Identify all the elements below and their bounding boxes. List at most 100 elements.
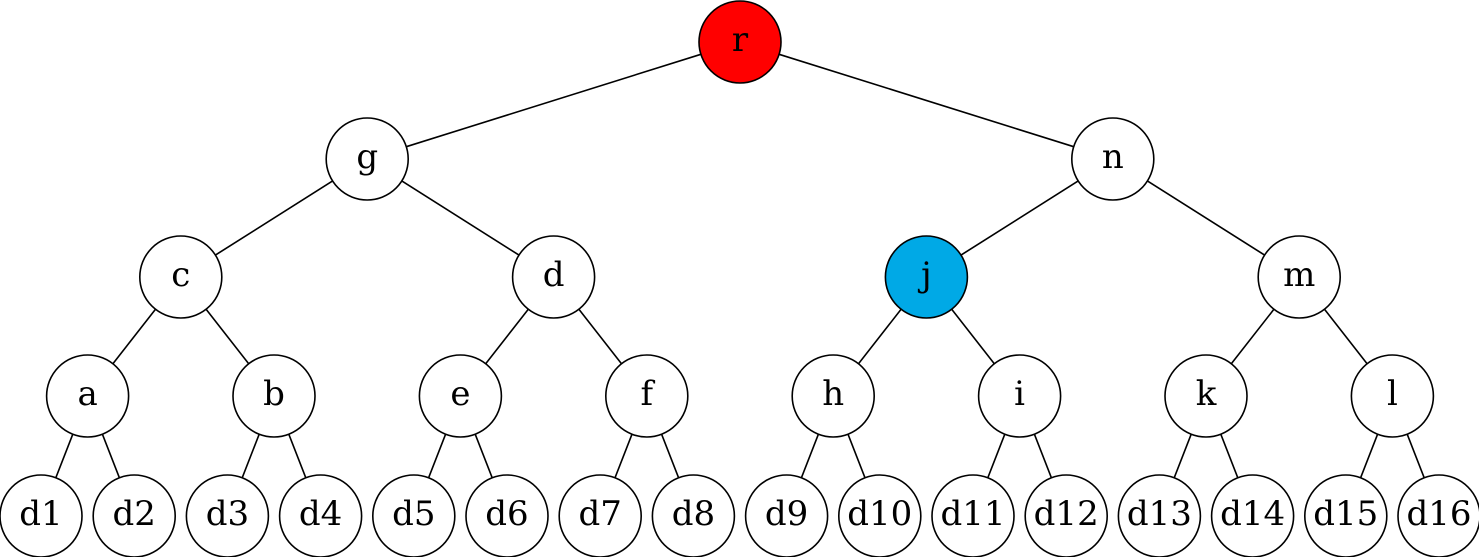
edge-k-d13 bbox=[1173, 433, 1192, 479]
tree-node-d9: d9 bbox=[744, 474, 829, 557]
edge-f-d7 bbox=[614, 433, 633, 479]
edge-l-d15 bbox=[1359, 433, 1379, 479]
edge-f-d8 bbox=[660, 433, 680, 479]
tree-node-a: a bbox=[45, 354, 130, 438]
tree-node-j: j bbox=[884, 235, 969, 319]
node-label-a: a bbox=[77, 374, 97, 414]
node-circle-d8 bbox=[651, 474, 736, 557]
node-circle-f bbox=[604, 354, 689, 438]
edge-g-d bbox=[401, 180, 520, 256]
tree-node-f: f bbox=[604, 354, 689, 438]
tree-node-b: b bbox=[232, 354, 316, 438]
edge-h-d10 bbox=[847, 433, 866, 479]
edge-r-n bbox=[778, 53, 1074, 148]
node-label-e: e bbox=[450, 374, 470, 414]
tree-node-d2: d2 bbox=[92, 474, 176, 557]
node-label-n: n bbox=[1102, 137, 1124, 177]
node-label-d5: d5 bbox=[392, 494, 435, 534]
node-label-j: j bbox=[917, 255, 932, 295]
tree-node-d14: d14 bbox=[1210, 474, 1295, 557]
node-label-f: f bbox=[641, 374, 656, 414]
node-circle-d7 bbox=[558, 474, 642, 557]
node-circle-d9 bbox=[744, 474, 829, 557]
node-circle-e bbox=[418, 354, 503, 438]
edge-b-d4 bbox=[288, 433, 307, 479]
tree-node-d10: d10 bbox=[838, 474, 922, 557]
node-circle-d12 bbox=[1024, 474, 1108, 557]
node-label-i: i bbox=[1014, 374, 1025, 414]
edge-b-d3 bbox=[241, 433, 260, 479]
node-label-d14: d14 bbox=[1220, 494, 1285, 534]
node-label-d6: d6 bbox=[485, 494, 528, 534]
tree-edges bbox=[55, 53, 1425, 479]
node-circle-n bbox=[1071, 117, 1155, 201]
tree-node-d15: d15 bbox=[1304, 474, 1388, 557]
node-label-d15: d15 bbox=[1313, 494, 1378, 534]
node-label-d3: d3 bbox=[206, 494, 249, 534]
node-circle-d1 bbox=[0, 474, 83, 557]
edge-r-g bbox=[406, 53, 702, 148]
edge-h-d9 bbox=[800, 433, 820, 479]
edge-m-l bbox=[1323, 308, 1368, 365]
tree-node-d16: d16 bbox=[1397, 474, 1479, 557]
node-label-h: h bbox=[822, 374, 844, 414]
node-circle-l bbox=[1350, 354, 1435, 438]
tree-node-r: r bbox=[698, 0, 782, 84]
tree-node-d5: d5 bbox=[372, 474, 456, 557]
node-circle-d2 bbox=[92, 474, 176, 557]
edge-m-k bbox=[1230, 308, 1275, 365]
tree-node-l: l bbox=[1350, 354, 1435, 438]
node-circle-b bbox=[232, 354, 316, 438]
node-circle-d13 bbox=[1117, 474, 1202, 557]
tree-node-d13: d13 bbox=[1117, 474, 1202, 557]
node-label-d7: d7 bbox=[578, 494, 621, 534]
node-label-c: c bbox=[171, 255, 190, 295]
tree-node-d12: d12 bbox=[1024, 474, 1108, 557]
edge-i-d12 bbox=[1033, 433, 1053, 479]
node-label-d16: d16 bbox=[1406, 494, 1471, 534]
node-label-d13: d13 bbox=[1127, 494, 1192, 534]
tree-node-d6: d6 bbox=[465, 474, 549, 557]
edge-c-a bbox=[112, 308, 157, 365]
node-circle-a bbox=[45, 354, 130, 438]
node-label-k: k bbox=[1196, 374, 1217, 414]
edge-n-j bbox=[960, 180, 1079, 256]
edge-k-d14 bbox=[1220, 433, 1239, 479]
edge-a-d2 bbox=[101, 433, 121, 479]
tree-node-d1: d1 bbox=[0, 474, 83, 557]
node-label-d: d bbox=[543, 255, 565, 295]
node-circle-d bbox=[511, 235, 596, 319]
tree-node-h: h bbox=[791, 354, 876, 438]
tree-node-e: e bbox=[418, 354, 503, 438]
node-circle-c bbox=[139, 235, 223, 319]
tree-node-g: g bbox=[325, 117, 410, 201]
node-label-d1: d1 bbox=[19, 494, 62, 534]
node-label-r: r bbox=[732, 20, 749, 60]
tree-node-c: c bbox=[139, 235, 223, 319]
node-label-d12: d12 bbox=[1034, 494, 1099, 534]
node-circle-r bbox=[698, 0, 782, 84]
node-label-d10: d10 bbox=[847, 494, 912, 534]
edge-l-d16 bbox=[1406, 433, 1425, 479]
edge-g-c bbox=[214, 180, 334, 256]
node-circle-d16 bbox=[1397, 474, 1479, 557]
tree-node-n: n bbox=[1071, 117, 1155, 201]
edge-j-h bbox=[857, 308, 902, 365]
node-label-l: l bbox=[1387, 374, 1398, 414]
node-circle-d11 bbox=[931, 474, 1015, 557]
tree-node-m: m bbox=[1257, 235, 1341, 319]
node-label-m: m bbox=[1283, 255, 1315, 295]
node-circle-d3 bbox=[185, 474, 270, 557]
tree-node-i: i bbox=[977, 354, 1062, 438]
node-circle-d5 bbox=[372, 474, 456, 557]
tree-node-d3: d3 bbox=[185, 474, 270, 557]
tree-node-d8: d8 bbox=[651, 474, 736, 557]
node-label-d4: d4 bbox=[299, 494, 342, 534]
node-circle-m bbox=[1257, 235, 1341, 319]
node-circle-d15 bbox=[1304, 474, 1388, 557]
edge-c-b bbox=[205, 308, 250, 365]
node-label-d8: d8 bbox=[672, 494, 715, 534]
node-label-d2: d2 bbox=[112, 494, 155, 534]
